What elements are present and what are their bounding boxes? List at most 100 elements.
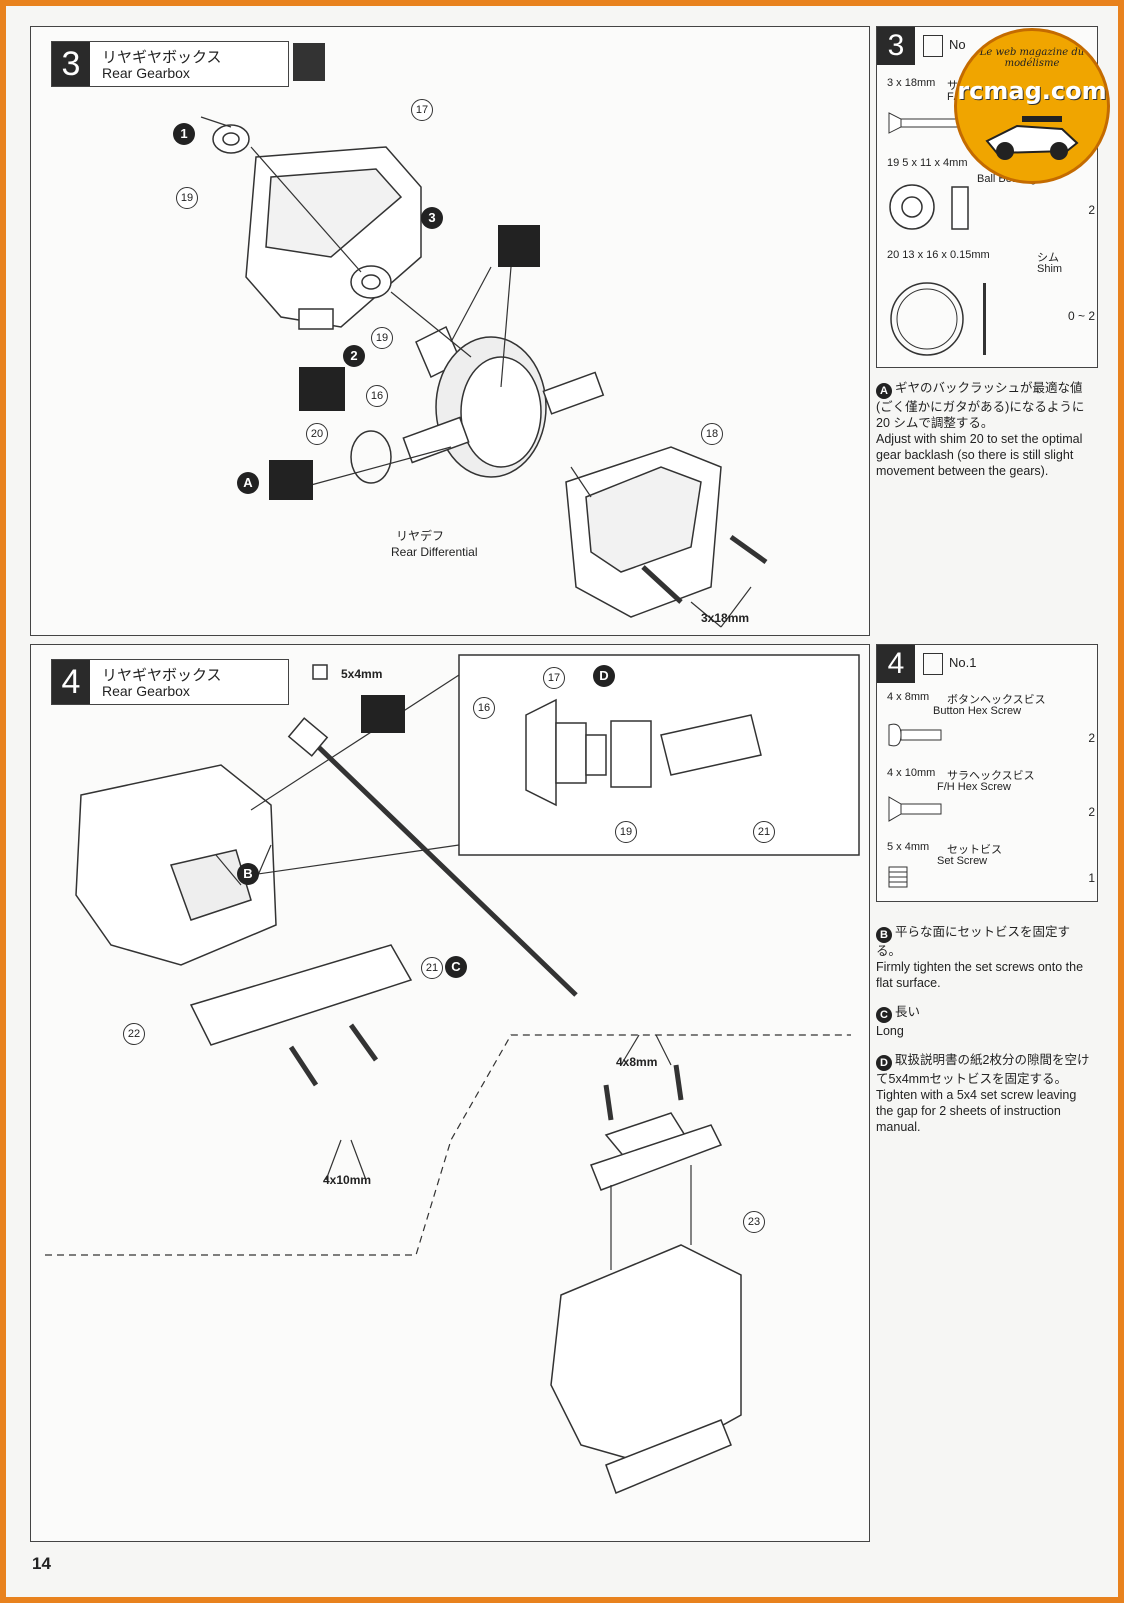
step4-note-b-en: Firmly tighten the set screws onto the f…: [876, 960, 1084, 990]
step4-parts-header: 4 No.1: [877, 645, 1089, 683]
step3-part2-en: Shim: [1037, 263, 1063, 275]
step3-finger-icon: [269, 460, 313, 500]
step4-detail-inset: [458, 654, 860, 856]
step3-grease-icon: [498, 225, 540, 267]
step3-title-en: Rear Gearbox: [102, 65, 190, 81]
step4-setscrew-label: 5x4mm: [341, 667, 383, 681]
step3-diff-jp: リヤデフ: [396, 529, 445, 543]
page-number: 14: [32, 1554, 51, 1573]
step4-detail-19: 19: [615, 821, 637, 843]
rc-car-icon: [985, 116, 1079, 160]
step4-title-jp: リヤギヤボックス: [102, 667, 222, 684]
step4-note-d-letter: D: [876, 1055, 892, 1071]
step3-bag-number: No: [949, 37, 966, 52]
step4-screw8-label: 4x8mm: [616, 1055, 658, 1069]
step4-detail-17: 17: [543, 667, 565, 689]
step4-bag-number: No.1: [949, 655, 977, 670]
step4-note-c-letter: C: [876, 1007, 892, 1023]
step3-part2-size: 20 13 x 16 x 0.15mm: [887, 249, 990, 261]
step4-detail-16: 16: [473, 697, 495, 719]
step3-label-18: 18: [701, 423, 723, 445]
step4-part2-en: Set Screw: [937, 855, 988, 867]
step3-label-19-inner: 19: [371, 327, 393, 349]
step4-part1-qty: 2: [1088, 805, 1095, 819]
step4-note-d-en: Tighten with a 5x4 set screw leaving the…: [876, 1088, 1077, 1134]
step4-c-marker: C: [445, 956, 467, 978]
step4-note-d-jp: 取扱説明書の紙2枚分の隙間を空けて5x4mmセットビスを固定する。: [876, 1053, 1090, 1086]
step4-header: 4 リヤギヤボックス Rear Gearbox: [51, 659, 289, 705]
step4-title-en: Rear Gearbox: [102, 683, 190, 699]
step3-screw-label: 3x18mm: [701, 611, 750, 625]
step4-parts-number: 4: [877, 645, 915, 683]
step4-part0-qty: 2: [1088, 731, 1095, 745]
step4-note-b-jp: 平らな面にセットビスを固定する。: [876, 925, 1071, 958]
step4-label-23: 23: [743, 1211, 765, 1233]
step3-title-jp: リヤギヤボックス: [102, 49, 222, 66]
step3-note-a-marker: A: [237, 472, 259, 494]
step3-cut-icon: [299, 367, 345, 411]
step4-panel: 4 リヤギヤボックス Rear Gearbox: [30, 644, 870, 1542]
step3-part1-bearing-icon: [889, 184, 969, 230]
step4-note-c-en: Long: [876, 1024, 904, 1038]
step4-part0-size: 4 x 8mm: [887, 691, 930, 703]
step4-detail-21: 21: [753, 821, 775, 843]
step4-part2-jp: セットビス: [947, 844, 1002, 856]
step3-part2-shim-icon: [890, 282, 986, 356]
logo-site-name: rcmag.com: [957, 77, 1107, 105]
rcmag-logo[interactable]: Le web magazine du modélisme rcmag.com: [954, 28, 1110, 184]
step4-part1-size: 4 x 10mm: [887, 767, 936, 779]
step3-panel: 3 リヤギヤボックス Rear Gearbox: [30, 26, 870, 636]
step4-part2-setscrew-icon: [888, 866, 908, 888]
step4-illustration: [45, 654, 860, 1494]
step3-part1-size: 19 5 x 11 x 4mm: [887, 157, 968, 169]
step4-parts-box: 4 No.1 4 x 8mm ボタンヘックスビス Button Hex Scre…: [876, 644, 1098, 902]
step4-detail-d: D: [593, 665, 615, 687]
screw-3x18-a: [729, 534, 768, 565]
step4-screw10-label: 4x10mm: [323, 1173, 372, 1187]
step3-label-20: 20: [306, 423, 328, 445]
step4-b-marker: B: [237, 863, 259, 885]
step3-part2-qty: 0 ~ 2: [1067, 309, 1095, 323]
step4-note-b-letter: B: [876, 927, 892, 943]
step4-label-22: 22: [123, 1023, 145, 1045]
step3-illustration: [200, 116, 768, 628]
step4-label-21: 21: [421, 957, 443, 979]
bag-icon: [923, 35, 943, 57]
step3-note-a-en: Adjust with shim 20 to set the optimal g…: [876, 432, 1083, 478]
step3-label-17: 17: [411, 99, 433, 121]
screw-3x18-b: [641, 565, 683, 604]
step3-part2-jp: シム: [1037, 252, 1059, 264]
step3-note-a-jp: ギヤのバックラッシュが最適な値(ごく僅かにガタがある)になるように 20 シムで…: [876, 381, 1085, 430]
step3-label-16: 16: [366, 385, 388, 407]
step4-part2-size: 5 x 4mm: [887, 841, 930, 853]
step3-part1-qty: 2: [1088, 203, 1095, 217]
step4-part0-jp: ボタンヘックスビス: [947, 694, 1046, 706]
step4-note-c-jp: 長い: [895, 1005, 921, 1019]
logo-tagline: Le web magazine du modélisme: [979, 47, 1085, 69]
step3-parts-number: 3: [877, 27, 915, 65]
step4-part0-screw-icon: [888, 723, 942, 747]
step3-header: 3 リヤギヤボックス Rear Gearbox: [51, 41, 289, 87]
step3-order-1: 1: [173, 123, 195, 145]
step4-thread-lock-icon: [361, 695, 405, 733]
step3-diff-en: Rear Differential: [391, 545, 478, 559]
step4-number: 4: [52, 660, 90, 704]
step4-part1-jp: サラヘックスビス: [947, 770, 1035, 782]
step3-part0-size: 3 x 18mm: [887, 77, 936, 89]
step4-part0-en: Button Hex Screw: [933, 705, 1022, 717]
step3-order-3: 3: [421, 207, 443, 229]
step3-parts-header: 3 No: [877, 27, 1089, 65]
step4-part1-en: F/H Hex Screw: [937, 781, 1011, 793]
shim-20: [350, 430, 392, 484]
step3-number: 3: [52, 42, 90, 86]
step3-order-2: 2: [343, 345, 365, 367]
bag-icon: [923, 653, 943, 675]
step3-label-19-left: 19: [176, 187, 198, 209]
step4-part1-screw-icon: [888, 796, 942, 822]
step3-order-icon: [293, 43, 325, 81]
